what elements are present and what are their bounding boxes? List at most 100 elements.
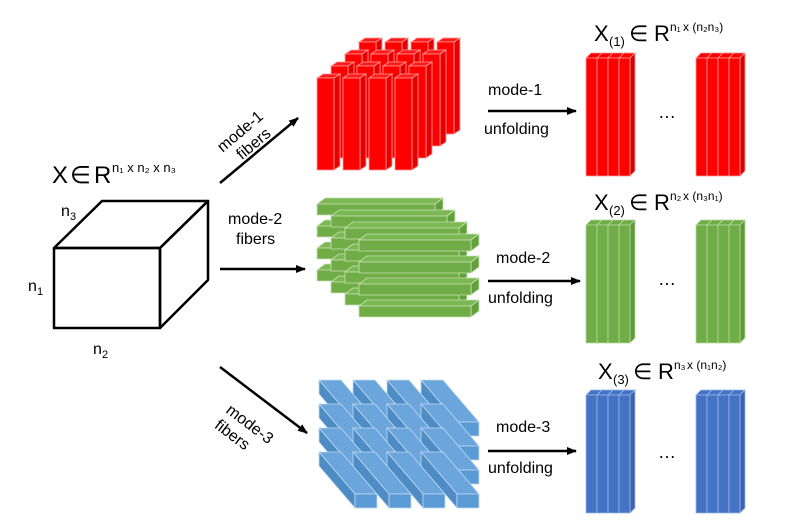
mode-1-fibers-block xyxy=(315,37,462,171)
mode-1-fibers-label: mode-1 fibers xyxy=(214,108,274,163)
matrix-2-label: X (2) ∈ R n₂ x (n₃n₁) xyxy=(594,189,723,218)
matrix-column-slab-front xyxy=(706,394,719,514)
red-fiber-front xyxy=(368,77,387,171)
tensor-cube xyxy=(52,199,210,330)
red-fiber-side xyxy=(359,73,367,171)
matrix-column-group-right xyxy=(695,389,746,514)
mode-2-unfolding-label-bottom: unfolding xyxy=(488,290,553,307)
red-fiber-side xyxy=(453,37,461,135)
mode-2-fibers-label: mode-2 fibers xyxy=(228,211,282,248)
red-fiber xyxy=(367,73,394,171)
blue-fiber xyxy=(386,450,446,510)
svg-text:(3): (3) xyxy=(613,372,629,387)
mode-3-unfolding-label-top: mode-3 xyxy=(496,419,550,436)
matrix-column-slab-front xyxy=(717,57,730,177)
matrix-column-slab-front xyxy=(695,224,708,344)
matrix-column-slab-front xyxy=(618,57,631,177)
matrix-column-slab-front xyxy=(596,57,609,177)
red-fiber-side xyxy=(385,73,393,171)
mode-2-unfolding-label-top: mode-2 xyxy=(496,250,550,267)
green-fiber-front xyxy=(358,239,472,252)
matrix-3-ellipsis: … xyxy=(658,442,676,462)
matrix-column-slab-front xyxy=(706,224,719,344)
matrix-column-slab-front xyxy=(717,224,730,344)
svg-text:fibers: fibers xyxy=(236,231,275,248)
red-fiber-side xyxy=(333,73,341,171)
mode-1-unfolding-label-bottom: unfolding xyxy=(484,121,549,138)
matrix-column-slab-front xyxy=(728,394,741,514)
mode-1-unfolding-label-top: mode-1 xyxy=(488,82,542,99)
mode-2-unfolded-matrix xyxy=(585,219,746,344)
red-fiber xyxy=(341,73,368,171)
matrix-column-slab-front xyxy=(607,57,620,177)
green-fiber-top xyxy=(357,255,481,263)
matrix-column-group-left xyxy=(585,52,636,177)
svg-text:1: 1 xyxy=(37,286,43,298)
matrix-column-slab-front xyxy=(607,224,620,344)
mode-1-unfolding: mode-1 unfolding xyxy=(484,82,577,138)
svg-text:n₁: n₁ xyxy=(670,20,681,34)
mode-3-unfolded-matrix xyxy=(585,389,746,514)
matrix-column-slab-side xyxy=(739,219,746,344)
mode-3-fibers-label: mode-3 fibers xyxy=(211,402,276,454)
green-fiber-top xyxy=(357,299,481,307)
svg-text:mode-2: mode-2 xyxy=(228,211,282,228)
svg-text:R: R xyxy=(654,190,670,215)
mode-3-unfolding-label-bottom: unfolding xyxy=(488,460,553,477)
mode-3-fibers-block xyxy=(318,378,480,510)
matrix-column-slab-side xyxy=(629,219,636,344)
blue-fiber-front xyxy=(422,493,446,509)
svg-text:n: n xyxy=(93,341,102,358)
matrix-column-slab-front xyxy=(695,394,708,514)
red-fiber xyxy=(315,73,342,171)
blue-fiber xyxy=(352,450,412,510)
matrix-column-slab-side xyxy=(629,389,636,514)
matrix-column-slab-front xyxy=(728,224,741,344)
matrix-column-group-right xyxy=(695,219,746,344)
green-fiber-front xyxy=(358,261,472,274)
dim-n3-label: n 3 xyxy=(61,203,76,223)
green-fiber-top xyxy=(343,221,469,229)
real-space-symbol: R xyxy=(94,162,111,189)
green-fiber-front xyxy=(358,283,472,296)
mode-3-unfolding: mode-3 unfolding xyxy=(488,419,577,477)
svg-text:2: 2 xyxy=(102,349,108,361)
mode-1-fibers-arrow xyxy=(219,117,299,184)
svg-text:X: X xyxy=(598,359,613,384)
green-fiber xyxy=(357,233,481,252)
mode-3-fibers-arrow xyxy=(219,366,308,434)
matrix-column-slab-side xyxy=(629,52,636,177)
matrix-column-slab-front xyxy=(596,394,609,514)
matrix-column-slab-front xyxy=(695,57,708,177)
svg-text:x (n₁n₂): x (n₁n₂) xyxy=(687,358,726,372)
matrix-1-ellipsis: … xyxy=(658,102,676,122)
tensor-dimensions-exponent: n₁ x n₂ x n₃ xyxy=(112,160,176,175)
blue-fiber xyxy=(318,450,378,510)
svg-text:n₃: n₃ xyxy=(674,358,686,372)
matrix-3-label: X (3) ∈ R n₃ x (n₁n₂) xyxy=(598,358,726,387)
matrix-column-slab xyxy=(728,52,746,177)
green-fiber xyxy=(357,255,481,274)
svg-text:R: R xyxy=(654,21,670,46)
svg-text:(2): (2) xyxy=(609,203,625,218)
green-fiber-front xyxy=(358,305,472,318)
matrix-column-slab xyxy=(618,389,636,514)
matrix-column-slab xyxy=(728,219,746,344)
matrix-column-slab xyxy=(618,52,636,177)
green-fiber-top xyxy=(315,197,445,205)
matrix-column-slab-front xyxy=(596,224,609,344)
green-fiber xyxy=(357,299,481,318)
matrix-column-slab-front xyxy=(706,57,719,177)
matrix-column-slab-front xyxy=(607,394,620,514)
matrix-column-slab-side xyxy=(739,389,746,514)
matrix-column-slab-front xyxy=(728,57,741,177)
green-fiber-top xyxy=(329,209,457,217)
mode-2-unfolding: mode-2 unfolding xyxy=(488,250,581,307)
red-fiber xyxy=(393,73,420,171)
element-of-symbol: ∈ xyxy=(70,162,91,189)
svg-text:(1): (1) xyxy=(609,34,625,49)
matrix-column-group-left xyxy=(585,389,636,514)
matrix-2-ellipsis: … xyxy=(658,269,676,289)
svg-text:∈: ∈ xyxy=(633,359,652,384)
